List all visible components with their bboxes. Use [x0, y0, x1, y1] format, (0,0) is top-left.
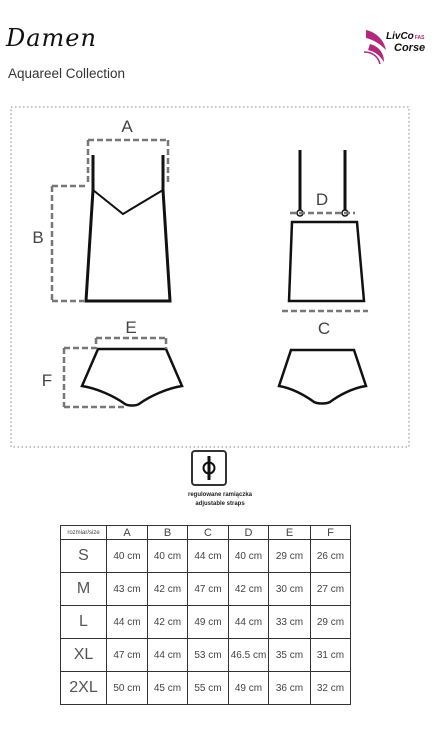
table-cell: 55 cm — [187, 671, 229, 705]
table-row: XL 47 cm 44 cm 53 cm 46.5 cm 35 cm 31 cm — [60, 638, 351, 672]
table-cell: 44 cm — [228, 605, 269, 639]
table-row: L 44 cm 42 cm 49 cm 44 cm 33 cm 29 cm — [60, 605, 351, 639]
briefs-back — [277, 348, 368, 405]
column-header: D — [228, 525, 269, 540]
table-cell: 42 cm — [147, 572, 188, 606]
table-cell: 45 cm — [147, 671, 188, 705]
table-cell: 36 cm — [268, 671, 311, 705]
straps-label-en: adjustable straps — [195, 501, 245, 507]
table-cell: 44 cm — [106, 605, 148, 639]
table-header-row: rozmiar/size A B C D E F — [60, 525, 351, 540]
table-cell: 29 cm — [310, 605, 351, 639]
size-table: rozmiar/size A B C D E F S 40 cm 40 cm 4… — [60, 525, 351, 705]
logo-text-top: LivCoFAS — [386, 31, 425, 42]
label-b: B — [32, 228, 43, 247]
label-c: C — [318, 319, 330, 338]
label-a: A — [121, 117, 133, 136]
table-row: 2XL 50 cm 45 cm 55 cm 49 cm 36 cm 32 cm — [60, 671, 351, 705]
table-cell: 32 cm — [310, 671, 351, 705]
dimension-e — [94, 336, 168, 349]
size-label: XL — [60, 638, 107, 672]
table-cell: 40 cm — [228, 539, 269, 573]
label-d: D — [316, 190, 328, 209]
column-header: C — [187, 525, 229, 540]
briefs-front — [80, 347, 184, 407]
chemise-front — [84, 155, 172, 303]
label-e: E — [125, 318, 136, 337]
measurement-diagram: A B D C E F — [0, 104, 440, 449]
table-cell: 46.5 cm — [228, 638, 269, 672]
table-row: S 40 cm 40 cm 44 cm 40 cm 29 cm 26 cm — [60, 539, 351, 573]
table-cell: 47 cm — [106, 638, 148, 672]
label-f: F — [42, 371, 52, 390]
table-cell: 27 cm — [310, 572, 351, 606]
brand-logo: LivCoFAS Corse — [362, 22, 440, 72]
size-label: L — [60, 605, 107, 639]
dimension-f — [62, 346, 124, 409]
straps-label-pl: regulowane ramiączka — [187, 492, 253, 498]
size-label: S — [60, 539, 107, 573]
table-cell: 43 cm — [106, 572, 148, 606]
page-title: Damen — [6, 24, 97, 52]
table-cell: 49 cm — [228, 671, 269, 705]
table-cell: 42 cm — [228, 572, 269, 606]
dimension-a — [86, 138, 170, 184]
table-cell: 44 cm — [187, 539, 229, 573]
table-cell: 49 cm — [187, 605, 229, 639]
table-cell: 33 cm — [268, 605, 311, 639]
adjustable-strap-icon — [191, 450, 227, 486]
table-cell: 44 cm — [147, 638, 188, 672]
chemise-back — [287, 150, 366, 303]
table-cell: 40 cm — [106, 539, 148, 573]
collection-subtitle: Aquareel Collection — [8, 66, 126, 81]
table-cell: 53 cm — [187, 638, 229, 672]
column-header: A — [106, 525, 148, 540]
table-cell: 31 cm — [310, 638, 351, 672]
size-label: 2XL — [60, 671, 107, 705]
table-cell: 40 cm — [147, 539, 188, 573]
table-cell: 47 cm — [187, 572, 229, 606]
brand-logo-swoosh-icon — [363, 30, 386, 65]
size-label: M — [60, 572, 107, 606]
column-header: B — [147, 525, 188, 540]
table-cell: 29 cm — [268, 539, 311, 573]
column-header: E — [268, 525, 311, 540]
logo-text-bottom: Corse — [394, 42, 426, 54]
column-header: F — [310, 525, 351, 540]
diagram-frame — [10, 106, 410, 448]
table-cell: 26 cm — [310, 539, 351, 573]
table-cell: 30 cm — [268, 572, 311, 606]
table-row: M 43 cm 42 cm 47 cm 42 cm 30 cm 27 cm — [60, 572, 351, 606]
dimension-b — [50, 184, 88, 303]
table-corner-header: rozmiar/size — [60, 525, 107, 540]
table-cell: 42 cm — [147, 605, 188, 639]
table-cell: 50 cm — [106, 671, 148, 705]
table-cell: 35 cm — [268, 638, 311, 672]
